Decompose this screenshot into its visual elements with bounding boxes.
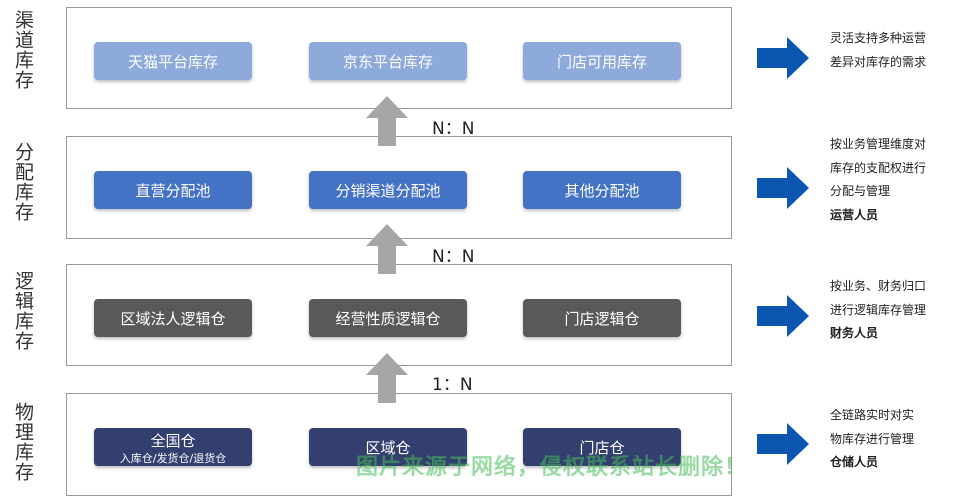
layer-box-channel: 天猫平台库存 京东平台库存 门店可用库存	[66, 7, 732, 109]
node-direct-pool[interactable]: 直营分配池	[94, 171, 252, 209]
node-label: 门店仓	[579, 438, 625, 457]
node-jd-inventory[interactable]: 京东平台库存	[309, 42, 467, 80]
right-arrow-icon	[757, 423, 809, 465]
relation-label-logical-to-allocation: N：N	[432, 247, 475, 267]
watermark-text: 图片来源于网络，侵权联系站长删除！	[356, 455, 748, 480]
node-store-warehouse[interactable]: 门店仓	[523, 428, 681, 466]
description-line: 进行逻辑库存管理	[830, 302, 927, 317]
node-label: 经营性质逻辑仓	[335, 309, 441, 328]
description-logical: 按业务、财务归口 进行逻辑库存管理 财务人员	[830, 275, 955, 346]
description-line: 库存的支配权进行	[830, 160, 927, 175]
description-allocation: 按业务管理维度对 库存的支配权进行 分配与管理 运营人员	[830, 133, 955, 227]
node-label: 京东平台库存	[342, 52, 433, 71]
description-role: 运营人员	[830, 207, 879, 222]
description-line: 物库存进行管理	[830, 431, 915, 446]
layer-box-physical: 全国仓 入库仓/发货仓/退货仓 区域仓 门店仓	[66, 393, 732, 496]
relation-label-allocation-to-channel: N：N	[432, 119, 475, 139]
description-physical: 全链路实时对实 物库存进行管理 仓储人员	[830, 404, 955, 475]
description-line: 分配与管理	[830, 184, 891, 198]
node-label: 门店逻辑仓	[564, 309, 640, 328]
node-other-pool[interactable]: 其他分配池	[523, 171, 681, 209]
node-store-logical-warehouse[interactable]: 门店逻辑仓	[523, 299, 681, 337]
node-label: 全国仓	[150, 431, 196, 450]
node-store-available-inventory[interactable]: 门店可用库存	[523, 42, 681, 80]
right-arrow-icon	[757, 37, 809, 79]
up-arrow-icon	[366, 353, 408, 403]
node-distribution-pool[interactable]: 分销渠道分配池	[309, 171, 467, 209]
description-role: 仓储人员	[830, 455, 879, 469]
right-arrow-icon	[757, 167, 809, 209]
description-line: 差异对库存的需求	[830, 54, 927, 69]
up-arrow-icon	[366, 96, 408, 146]
up-arrow-icon	[366, 224, 408, 274]
node-regional-warehouse[interactable]: 区域仓	[309, 428, 467, 466]
node-label: 区域法人逻辑仓	[120, 309, 226, 328]
node-label: 直营分配池	[135, 181, 211, 200]
node-sublabel: 入库仓/发货仓/退货仓	[119, 451, 227, 465]
relation-label-physical-to-logical: 1：N	[432, 375, 473, 395]
node-regional-legal-warehouse[interactable]: 区域法人逻辑仓	[94, 299, 252, 337]
description-channel: 灵活支持多种运营 差异对库存的需求	[830, 27, 955, 74]
layer-box-logical: 区域法人逻辑仓 经营性质逻辑仓 门店逻辑仓	[66, 264, 732, 366]
node-national-warehouse[interactable]: 全国仓 入库仓/发货仓/退货仓	[94, 428, 252, 466]
layer-title-channel: 渠道库存	[12, 10, 34, 90]
layer-title-allocation: 分配库存	[12, 142, 34, 222]
description-line: 全链路实时对实	[830, 408, 915, 422]
description-role: 财务人员	[830, 326, 879, 340]
node-label: 分销渠道分配池	[335, 181, 441, 200]
node-label: 天猫平台库存	[127, 52, 218, 71]
node-business-nature-warehouse[interactable]: 经营性质逻辑仓	[309, 299, 467, 337]
node-tmall-inventory[interactable]: 天猫平台库存	[94, 42, 252, 80]
description-line: 灵活支持多种运营	[830, 31, 927, 45]
node-label: 其他分配池	[564, 181, 640, 200]
node-label: 门店可用库存	[556, 52, 647, 71]
right-arrow-icon	[757, 295, 809, 337]
layer-title-logical: 逻辑库存	[12, 271, 34, 351]
description-line: 按业务、财务归口	[830, 279, 927, 293]
layer-title-physical: 物理库存	[12, 402, 34, 482]
layer-box-allocation: 直营分配池 分销渠道分配池 其他分配池	[66, 136, 732, 239]
description-line: 按业务管理维度对	[830, 137, 927, 151]
node-label: 区域仓	[365, 438, 411, 457]
